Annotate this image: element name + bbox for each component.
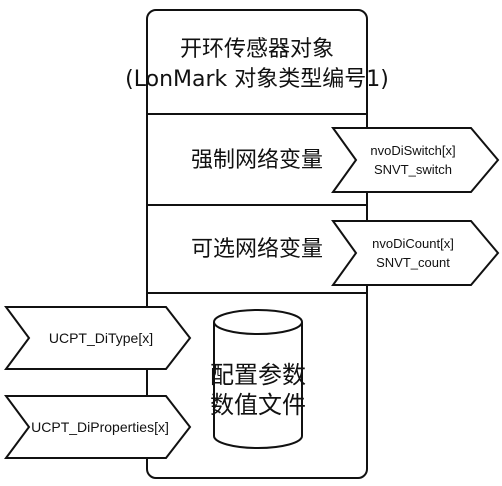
output-arrow-switch-shape (331, 127, 500, 193)
input-arrow-properties: UCPT_DiProperties[x] (4, 395, 192, 459)
output-switch-type: SNVT_switch (374, 162, 452, 177)
object-title: 开环传感器对象 (180, 37, 334, 62)
input-arrow-type-shape (4, 306, 192, 370)
optional-network-variables-label: 可选网络变量 (191, 237, 323, 262)
input-arrow-type: UCPT_DiType[x] (4, 306, 192, 370)
output-switch-variable: nvoDiSwitch[x] (370, 143, 455, 158)
cylinder-body (213, 322, 303, 449)
config-file-label-line1: 配置参数 (210, 361, 306, 389)
output-count-type: SNVT_count (376, 255, 450, 270)
input-arrow-properties-shape (4, 395, 192, 459)
config-file-cylinder: 配置参数 数值文件 (210, 309, 306, 449)
input-properties-config: UCPT_DiProperties[x] (31, 419, 169, 435)
cylinder-top (213, 309, 303, 335)
input-type-config: UCPT_DiType[x] (49, 330, 153, 346)
output-arrow-switch: nvoDiSwitch[x] SNVT_switch (331, 127, 500, 193)
object-type-number: (LonMark 对象类型编号1) (125, 67, 389, 92)
output-count-variable: nvoDiCount[x] (372, 236, 454, 251)
config-file-label-line2: 数值文件 (210, 391, 306, 419)
mandatory-network-variables-label: 强制网络变量 (191, 148, 323, 173)
output-arrow-count: nvoDiCount[x] SNVT_count (331, 220, 500, 286)
output-arrow-count-shape (331, 220, 500, 286)
